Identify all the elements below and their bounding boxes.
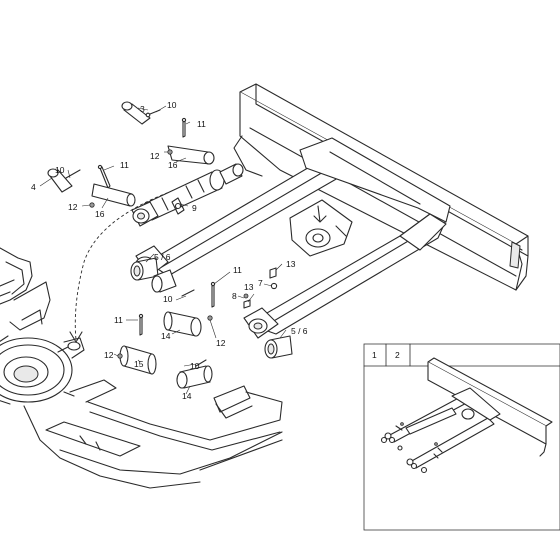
label-15: 15 <box>134 359 144 369</box>
grease-nipple-12-middle <box>207 315 213 321</box>
undercarriage-frame <box>0 247 283 489</box>
label-11: 11 <box>114 315 123 325</box>
label-5-6: 5 / 6 <box>291 326 308 336</box>
fitting-13-upper <box>269 267 277 279</box>
label-16: 16 <box>168 160 178 170</box>
leader-lines <box>39 105 287 395</box>
bushing-16-top <box>167 145 215 165</box>
bolt-10-left <box>65 169 81 179</box>
relocation-arrow <box>69 331 83 343</box>
relocation-arc <box>74 171 243 341</box>
pin-11-left <box>99 166 111 189</box>
label-5-6: 5 / 6 <box>154 252 171 262</box>
label-9: 9 <box>192 203 197 213</box>
inset-tab-2: 2 <box>395 350 400 360</box>
pin-11-lower <box>139 316 143 336</box>
fitting-8 <box>243 293 249 299</box>
label-4: 4 <box>31 182 36 192</box>
label-12: 12 <box>216 338 226 348</box>
pin-15-upper <box>151 269 177 293</box>
label-13: 13 <box>286 259 296 269</box>
pin-11-top <box>182 120 186 138</box>
part-labels: 3 10 11 12 16 4 10 11 12 16 9 5 / 6 11 1… <box>31 100 308 401</box>
label-11: 11 <box>120 160 129 170</box>
label-10: 10 <box>190 361 200 371</box>
label-8: 8 <box>232 291 237 301</box>
label-16: 16 <box>95 209 105 219</box>
pin-14-lower <box>176 365 213 389</box>
blade-cylinder <box>131 163 244 227</box>
label-12: 12 <box>104 350 114 360</box>
fitting-7 <box>270 282 278 290</box>
overview-inset: 1 2 <box>363 343 560 531</box>
bushing-16-left <box>91 183 136 207</box>
bushing-5-6-rear <box>264 335 293 359</box>
bushing-14-upper <box>163 311 202 337</box>
label-10: 10 <box>167 100 177 110</box>
label-10: 10 <box>55 165 65 175</box>
label-14: 14 <box>182 391 192 401</box>
label-3: 3 <box>140 104 145 114</box>
label-7: 7 <box>258 278 263 288</box>
label-10: 10 <box>163 294 173 304</box>
label-13: 13 <box>244 282 254 292</box>
label-11: 11 <box>197 119 206 129</box>
grease-nipple-12-top <box>167 149 173 155</box>
label-12: 12 <box>68 202 78 212</box>
bushing-5-6-front <box>130 257 159 281</box>
pin-3 <box>121 101 151 125</box>
blade-frame <box>135 137 451 339</box>
grease-nipple-12-lower <box>117 353 123 359</box>
label-12: 12 <box>150 151 160 161</box>
label-14: 14 <box>161 331 171 341</box>
pin-4 <box>47 168 73 193</box>
inset-tab-1: 1 <box>372 350 377 360</box>
bolt-10-middle <box>181 289 195 297</box>
fitting-13-lower <box>243 299 251 309</box>
bolt-10-lower <box>195 359 207 367</box>
grease-nipple-12-left <box>89 202 95 208</box>
pin-11-middle <box>211 284 215 308</box>
label-11: 11 <box>233 265 242 275</box>
